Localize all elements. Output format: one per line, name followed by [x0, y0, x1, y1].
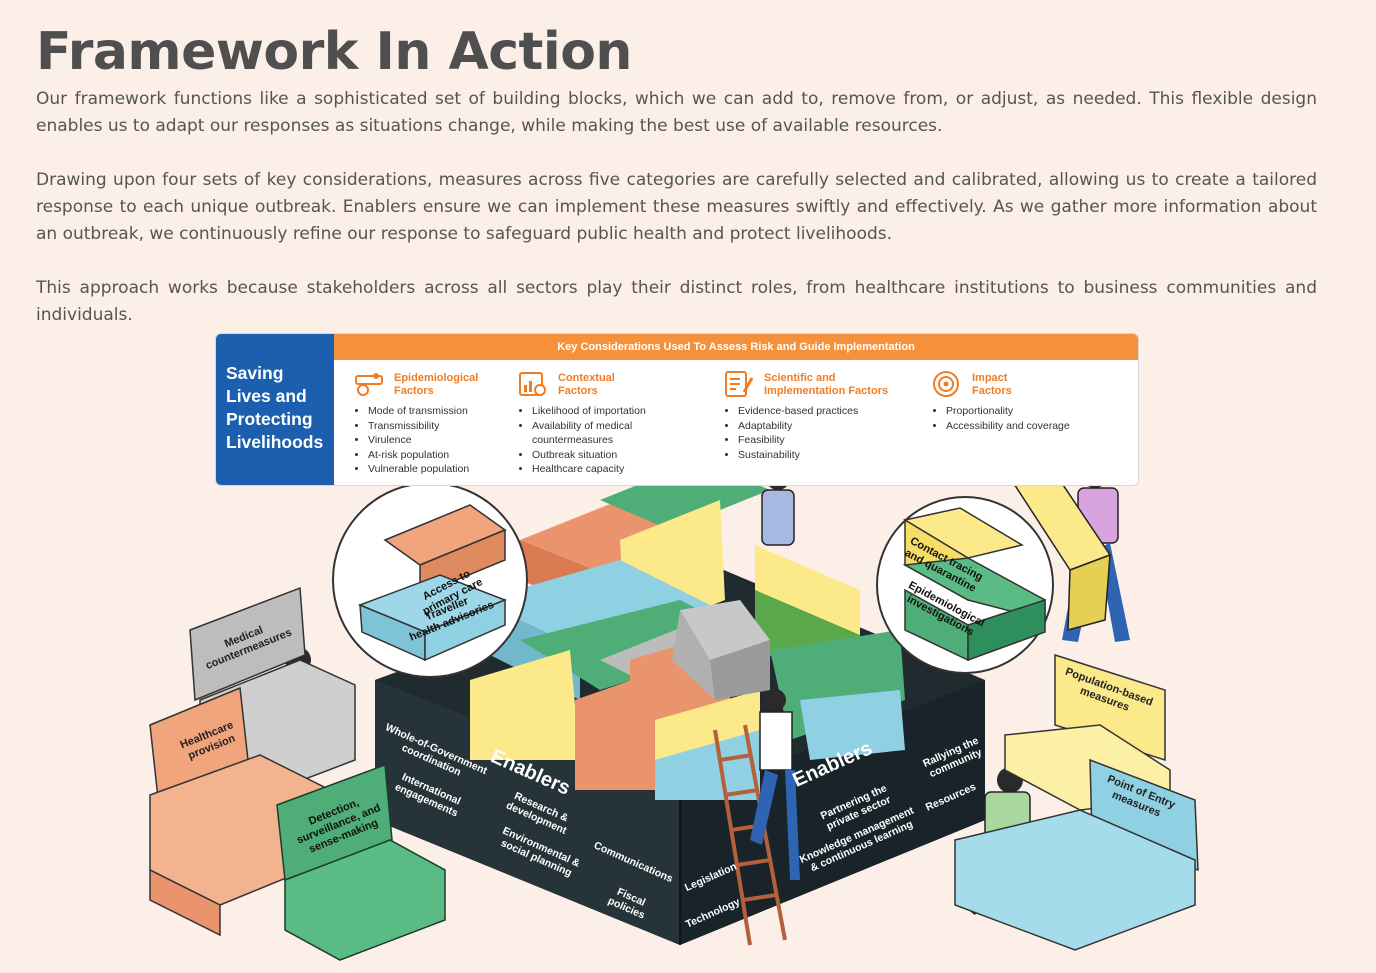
list-item: Mode of transmission: [368, 404, 519, 419]
person-on-ladder: [750, 689, 800, 880]
factor-items: Likelihood of importation Availability o…: [518, 404, 678, 477]
context-chart-icon: [519, 372, 546, 396]
factor-items: Evidence-based practices Adaptability Fe…: [724, 404, 914, 462]
list-item: Adaptability: [738, 419, 914, 434]
factor-items: Proportionality Accessibility and covera…: [932, 404, 1122, 433]
intro-paragraph-2: Drawing upon four sets of key considerat…: [36, 170, 1317, 244]
epidemiology-icon: [355, 373, 383, 396]
list-item: Accessibility and coverage: [946, 419, 1122, 434]
side-title-line: Protecting: [226, 409, 313, 429]
list-item: Evidence-based practices: [738, 404, 914, 419]
list-item: Feasibility: [738, 433, 914, 448]
list-item: Availability of medical countermeasures: [532, 419, 678, 448]
factor-items: Mode of transmission Transmissibility Vi…: [354, 404, 519, 477]
science-checklist-icon: [725, 371, 754, 397]
list-item: Outbreak situation: [532, 448, 678, 463]
key-considerations-panel: Saving Lives and Protecting Livelihoods …: [215, 333, 1139, 486]
list-item: Vulnerable population: [368, 462, 519, 477]
impact-target-icon: [933, 371, 959, 397]
list-item: Virulence: [368, 433, 519, 448]
callout-right: [876, 496, 1054, 674]
intro-paragraph-3: This approach works because stakeholders…: [36, 278, 1317, 325]
central-block-stack: [470, 460, 905, 800]
box-detection-surveillance: [276, 763, 446, 961]
box-point-of-entry: [954, 758, 1199, 951]
ladder: [713, 724, 787, 946]
list-item: Healthcare capacity: [532, 462, 678, 477]
side-title-line: Lives and: [226, 386, 307, 406]
list-item: Transmissibility: [368, 419, 519, 434]
list-item: Sustainability: [738, 448, 914, 463]
intro-paragraph-1: Our framework functions like a sophistic…: [36, 89, 1317, 136]
grey-block: [672, 600, 770, 700]
panel-side-title: Saving Lives and Protecting Livelihoods: [216, 334, 334, 485]
list-item: Likelihood of importation: [532, 404, 678, 419]
side-title-line: Saving: [226, 363, 284, 383]
side-title-line: Livelihoods: [226, 432, 324, 452]
list-item: At-risk population: [368, 448, 519, 463]
panel-header: Key Considerations Used To Assess Risk a…: [334, 334, 1138, 360]
page-title: Framework In Action: [36, 22, 632, 82]
callout-left: [332, 482, 528, 678]
yellow-block-carried: [1003, 457, 1112, 631]
list-item: Proportionality: [946, 404, 1122, 419]
